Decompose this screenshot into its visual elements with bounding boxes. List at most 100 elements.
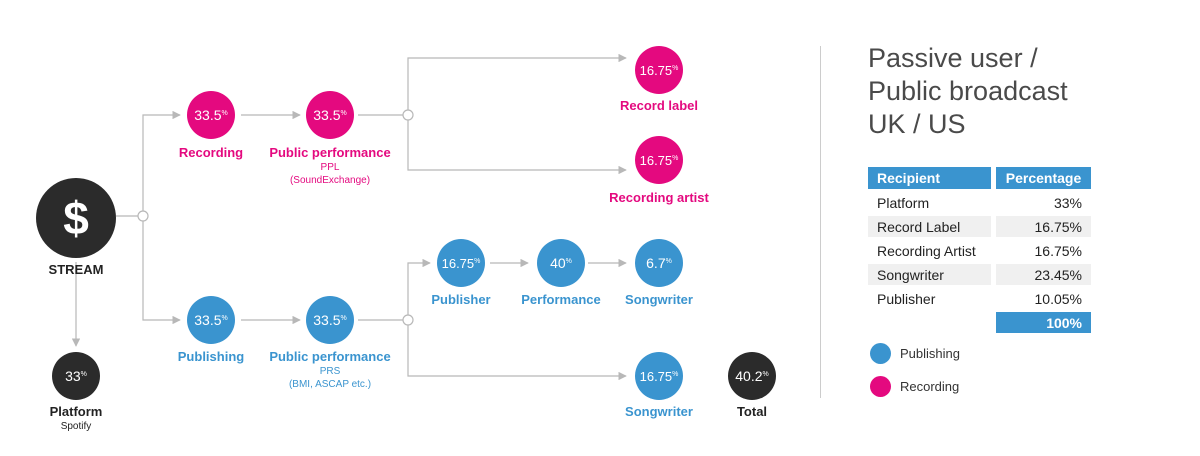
total-node: [728, 352, 776, 400]
recording-value: 33.5: [194, 107, 221, 123]
platform-node: [52, 352, 100, 400]
svg-text:40%: 40%: [550, 255, 572, 271]
percentage-cell: 10.05%: [1034, 290, 1082, 307]
recording-swatch-icon: [870, 375, 891, 397]
recipient-cell: Record Label: [868, 216, 991, 237]
publishing-node: [187, 296, 235, 344]
dollar-icon: $: [63, 192, 89, 244]
to-recording-artist-line: [407, 120, 627, 175]
junction-dot: [402, 109, 414, 121]
percent-sign: %: [341, 110, 347, 117]
percent-sign: %: [566, 258, 572, 265]
recording-label: Recording: [179, 145, 243, 160]
panel-title: Passive user / Public broadcast UK / US: [868, 42, 1108, 141]
record-label-label: Record label: [620, 98, 698, 113]
to-songwriter-line: [407, 325, 627, 381]
record-label-node: [635, 46, 683, 94]
recipient-header: Recipient: [868, 167, 991, 189]
percent-sign: %: [672, 371, 678, 378]
record-label-value: 16.75: [640, 63, 673, 78]
percentage-cell: 16.75%: [996, 216, 1091, 237]
recipient-cell: Publisher: [877, 290, 936, 307]
platform-sublabel: Spotify: [61, 421, 92, 432]
junction-dot: [137, 210, 149, 222]
svg-text:33.5%: 33.5%: [313, 312, 346, 328]
publisher-value: 16.75: [442, 256, 475, 271]
svg-text:33.5%: 33.5%: [313, 107, 346, 123]
songwriter-value: 16.75: [640, 369, 673, 384]
legend-label: Recording: [900, 378, 960, 394]
publishing-pp-sub2: (BMI, ASCAP etc.): [289, 379, 371, 390]
percent-sign: %: [222, 315, 228, 322]
percent-sign: %: [81, 371, 87, 378]
panel-divider: [820, 46, 821, 398]
percentage-header: Percentage: [996, 167, 1091, 189]
panel-title-line2: Public broadcast: [868, 76, 1068, 106]
legend-item-recording: Recording: [870, 375, 1070, 397]
table-row: Songwriter 23.45%: [868, 264, 1091, 285]
summary-panel: Passive user / Public broadcast UK / US …: [868, 42, 1108, 336]
recording-pp-sub2: (SoundExchange): [290, 175, 370, 186]
table-total-row: 100%: [868, 312, 1091, 333]
junction-dot: [402, 314, 414, 326]
total-percentage-cell: 100%: [996, 312, 1091, 333]
percent-sign: %: [672, 155, 678, 162]
royalty-flow-diagram: $ STREAM 33% Platform Spotify 33.5% Reco…: [36, 46, 776, 432]
percent-sign: %: [666, 258, 672, 265]
svg-text:33.5%: 33.5%: [194, 107, 227, 123]
platform-value: 33: [65, 368, 81, 384]
panel-title-line3: UK / US: [868, 109, 966, 139]
songwriter-label: Songwriter: [625, 404, 693, 419]
panel-title-line1: Passive user /: [868, 43, 1038, 73]
table-row: Platform 33%: [868, 192, 1091, 213]
total-blank-cell: [868, 312, 991, 333]
percent-sign: %: [672, 65, 678, 72]
recipients-table: Recipient Percentage Platform 33% Record…: [863, 164, 1096, 336]
recording-artist-label: Recording artist: [609, 190, 709, 205]
table-row: Recording Artist 16.75%: [868, 240, 1091, 261]
to-record-label-line: [407, 53, 627, 110]
publishing-swatch-icon: [870, 342, 891, 364]
publishing-pp-sub1: PRS: [320, 366, 341, 377]
stream-node: [36, 178, 116, 258]
performance-label: Performance: [521, 292, 600, 307]
performance-value: 40: [550, 255, 566, 271]
publishing-value: 33.5: [194, 312, 221, 328]
svg-text:16.75%: 16.75%: [640, 153, 679, 168]
legend-item-publishing: Publishing: [870, 342, 1070, 364]
svg-text:16.75%: 16.75%: [640, 63, 679, 78]
legend: Publishing Recording: [870, 342, 1070, 408]
total-label: Total: [737, 404, 767, 419]
recipient-cell: Recording Artist: [877, 242, 976, 259]
recipient-cell: Songwriter: [868, 264, 991, 285]
svg-text:16.75%: 16.75%: [640, 369, 679, 384]
platform-label: Platform: [50, 404, 103, 419]
svg-text:$: $: [63, 192, 89, 244]
to-publisher-line: [407, 258, 431, 315]
svg-text:33.5%: 33.5%: [194, 312, 227, 328]
recording-artist-node: [635, 136, 683, 184]
recording-artist-value: 16.75: [640, 153, 673, 168]
publishing-public-performance-node: [306, 296, 354, 344]
svg-text:40.2%: 40.2%: [735, 368, 768, 384]
to-recording-line: [142, 110, 181, 211]
recipient-cell: Platform: [877, 194, 930, 211]
publisher-node: [437, 239, 485, 287]
svg-text:33%: 33%: [65, 368, 87, 384]
svg-text:16.75%: 16.75%: [442, 256, 481, 271]
recording-pp-label: Public performance: [269, 145, 390, 160]
recording-public-performance-node: [306, 91, 354, 139]
songwriter-node: [635, 352, 683, 400]
performance-node: [537, 239, 585, 287]
percentage-cell: 23.45%: [996, 264, 1091, 285]
recording-pp-value: 33.5: [313, 107, 340, 123]
recording-node: [187, 91, 235, 139]
songwriter-share-value: 6.7: [646, 255, 666, 271]
total-value: 40.2: [735, 368, 762, 384]
songwriter-share-node: [635, 239, 683, 287]
table-row: Publisher 10.05%: [868, 288, 1091, 309]
recording-pp-sub1: PPL: [321, 162, 340, 173]
percent-sign: %: [341, 315, 347, 322]
publishing-label: Publishing: [178, 349, 245, 364]
stream-label: STREAM: [49, 262, 104, 277]
